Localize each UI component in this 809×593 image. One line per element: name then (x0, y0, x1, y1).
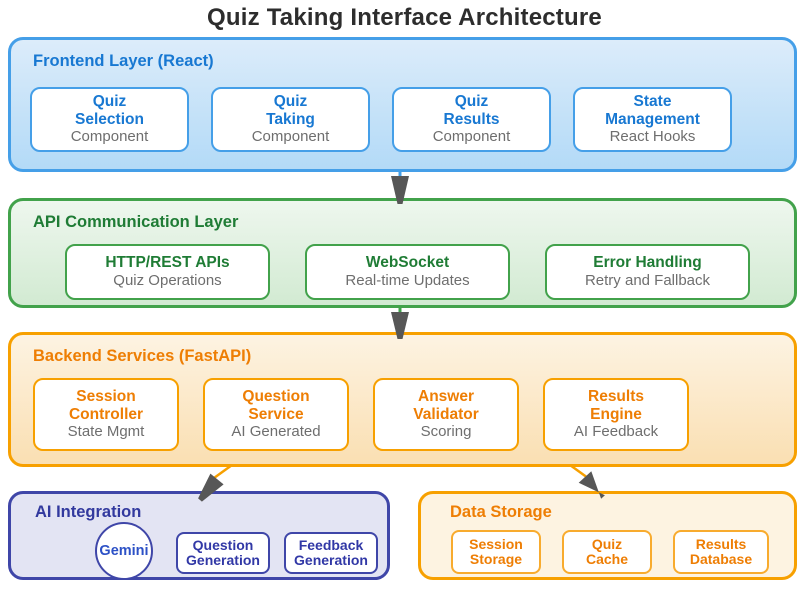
node-title: State Management (605, 92, 700, 128)
node-title: Quiz Cache (585, 535, 629, 567)
node-title: Question Service (242, 387, 310, 423)
api-layer-title: API Communication Layer (33, 213, 239, 231)
storage-cards: Session Storage Quiz Cache Results Datab… (451, 530, 769, 574)
node-feedback-generation: Feedback Generation (284, 532, 378, 574)
node-subtitle: React Hooks (609, 128, 696, 146)
node-title: Error Handling (593, 254, 702, 272)
node-title: Quiz Results (443, 92, 500, 128)
node-title: Feedback Generation (294, 536, 368, 568)
node-title: Answer Validator (413, 387, 479, 423)
node-title: Quiz Taking (266, 92, 315, 128)
node-subtitle: AI Feedback (573, 423, 659, 441)
node-quiz-results: Quiz Results Component (392, 87, 551, 152)
node-subtitle: Component (70, 128, 149, 146)
layer-backend-services: Backend Services (FastAPI) Session Contr… (8, 332, 797, 467)
api-cards: HTTP/REST APIs Quiz Operations WebSocket… (65, 244, 750, 300)
frontend-layer-title: Frontend Layer (React) (33, 52, 214, 70)
layer-api-communication: API Communication Layer HTTP/REST APIs Q… (8, 198, 797, 308)
node-title: Question Generation (186, 536, 260, 568)
node-title: Session Controller (68, 387, 144, 423)
layer-frontend: Frontend Layer (React) Quiz Selection Co… (8, 37, 797, 172)
ai-layer-title: AI Integration (35, 503, 142, 521)
node-answer-validator: Answer Validator Scoring (373, 378, 519, 451)
node-title: HTTP/REST APIs (105, 254, 230, 272)
node-websocket: WebSocket Real-time Updates (305, 244, 510, 300)
layer-data-storage: Data Storage Session Storage Quiz Cache … (418, 491, 797, 580)
node-quiz-taking: Quiz Taking Component (211, 87, 370, 152)
node-subtitle: Component (251, 128, 330, 146)
node-subtitle: Quiz Operations (113, 271, 222, 289)
node-subtitle: Scoring (420, 423, 472, 441)
storage-layer-title: Data Storage (450, 503, 552, 521)
page-title: Quiz Taking Interface Architecture (207, 4, 602, 31)
node-title: Results Engine (588, 387, 644, 423)
layer-ai-integration: AI Integration Gemini Question Generatio… (8, 491, 390, 580)
node-results-database: Results Database (673, 530, 769, 574)
node-http-rest-apis: HTTP/REST APIs Quiz Operations (65, 244, 270, 300)
node-title: Session Storage (469, 535, 523, 567)
node-question-generation: Question Generation (176, 532, 270, 574)
node-quiz-selection: Quiz Selection Component (30, 87, 189, 152)
node-state-management: State Management React Hooks (573, 87, 732, 152)
ai-cards: Question Generation Feedback Generation (176, 532, 378, 574)
node-session-storage: Session Storage (451, 530, 541, 574)
node-title: WebSocket (365, 254, 450, 272)
node-subtitle: Real-time Updates (345, 271, 470, 289)
node-gemini-circle: Gemini (95, 522, 153, 580)
node-results-engine: Results Engine AI Feedback (543, 378, 689, 451)
node-subtitle: State Mgmt (67, 423, 145, 441)
node-subtitle: Retry and Fallback (584, 271, 711, 289)
node-session-controller: Session Controller State Mgmt (33, 378, 179, 451)
node-question-service: Question Service AI Generated (203, 378, 349, 451)
node-subtitle: AI Generated (231, 423, 321, 441)
backend-layer-title: Backend Services (FastAPI) (33, 347, 252, 365)
frontend-cards: Quiz Selection Component Quiz Taking Com… (30, 87, 732, 152)
node-error-handling: Error Handling Retry and Fallback (545, 244, 750, 300)
node-title: Results Database (689, 535, 753, 567)
node-quiz-cache: Quiz Cache (562, 530, 652, 574)
node-subtitle: Component (432, 128, 511, 146)
backend-cards: Session Controller State Mgmt Question S… (33, 378, 689, 451)
node-title: Quiz Selection (75, 92, 144, 128)
